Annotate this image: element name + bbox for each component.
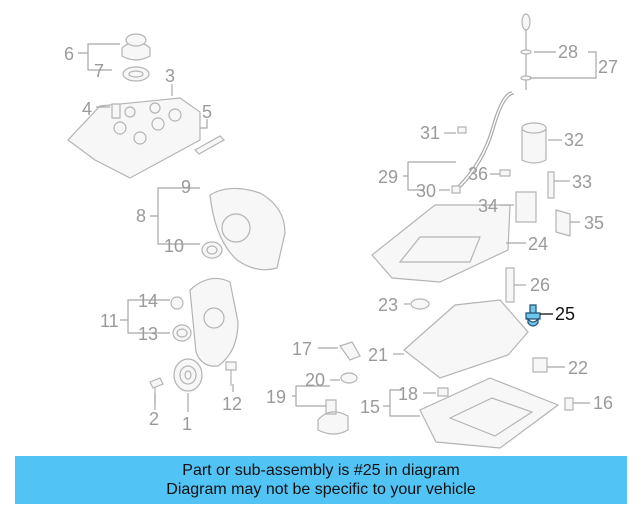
callout-26: 26 [530, 275, 550, 295]
callout-25[interactable]: 25 [555, 304, 575, 324]
callout-10: 10 [164, 236, 184, 256]
callout-23: 23 [378, 295, 398, 315]
callout-5: 5 [202, 102, 212, 122]
upper-oil-pan-part [371, 204, 511, 283]
dipstick-tube-part [456, 91, 513, 188]
callout-12: 12 [222, 394, 242, 414]
callout-1: 1 [182, 414, 192, 434]
pickup-17-part [339, 341, 361, 361]
callout-19: 19 [266, 387, 286, 407]
baffle-21-part [403, 299, 529, 379]
oil-cap-part [121, 33, 151, 61]
parts-diagram: 6 7 3 4 5 9 8 10 14 11 13 2 1 12 28 27 3… [64, 13, 618, 449]
callout-21: 21 [368, 345, 388, 365]
banner-line-2: Diagram may not be specific to your vehi… [166, 481, 476, 498]
lower-timing-cover-part [189, 277, 239, 367]
bolt-2-part [149, 377, 164, 405]
bolt-31-part [457, 126, 467, 134]
callout-32: 32 [564, 130, 584, 150]
info-banner: Part or sub-assembly is #25 in diagram D… [15, 456, 627, 504]
callout-16: 16 [593, 393, 613, 413]
oring-23-part [410, 298, 430, 310]
bolt-12-part [225, 361, 237, 386]
callout-13: 13 [138, 324, 158, 344]
callout-27: 27 [598, 57, 618, 77]
callout-36: 36 [468, 164, 488, 184]
cap-seal-part [122, 66, 150, 82]
cap-14-part [170, 296, 184, 310]
callout-29: 29 [378, 167, 398, 187]
callout-9: 9 [181, 177, 191, 197]
bolt-4-part [111, 103, 121, 119]
callout-14: 14 [138, 291, 158, 311]
banner-line-1: Part or sub-assembly is #25 in diagram [182, 462, 460, 479]
plate-35-part [555, 209, 571, 237]
callout-4: 4 [82, 99, 92, 119]
callout-22: 22 [568, 358, 588, 378]
dipstick-part [520, 13, 532, 90]
callout-20: 20 [305, 370, 325, 390]
seal-10-part [201, 241, 223, 259]
oil-filter-part [521, 122, 547, 164]
pulley-1-part [173, 358, 203, 392]
strip-5-part [194, 135, 225, 155]
callout-30: 30 [416, 181, 436, 201]
callout-33: 33 [572, 172, 592, 192]
part-20 [340, 372, 358, 384]
lower-oil-pan-part [419, 377, 560, 449]
callout-11: 11 [100, 311, 119, 331]
callout-31: 31 [420, 123, 440, 143]
bolt-16-part [564, 397, 574, 411]
upper-timing-cover-part [209, 187, 286, 271]
callout-15: 15 [360, 397, 380, 417]
cooler-34-part [515, 191, 537, 223]
part-25-highlighted[interactable] [525, 304, 541, 327]
callout-35: 35 [584, 213, 604, 233]
pump-19-part [317, 399, 349, 435]
callout-6: 6 [64, 44, 74, 64]
callout-18: 18 [398, 384, 418, 404]
bolt-26-part [505, 267, 515, 303]
callout-17: 17 [292, 339, 312, 359]
callout-3: 3 [165, 66, 175, 86]
callout-34: 34 [478, 196, 498, 216]
bolt-18-part [437, 387, 449, 397]
callout-8: 8 [136, 206, 146, 226]
bolt-36-part [499, 169, 511, 177]
sensor-33-part [547, 171, 555, 199]
callout-28: 28 [558, 42, 578, 62]
callout-2: 2 [149, 409, 159, 429]
plug-22-part [532, 357, 548, 373]
ring-13-part [172, 324, 192, 342]
bolt-30-part [451, 185, 461, 194]
callout-24: 24 [528, 234, 548, 254]
callout-7: 7 [94, 61, 104, 81]
